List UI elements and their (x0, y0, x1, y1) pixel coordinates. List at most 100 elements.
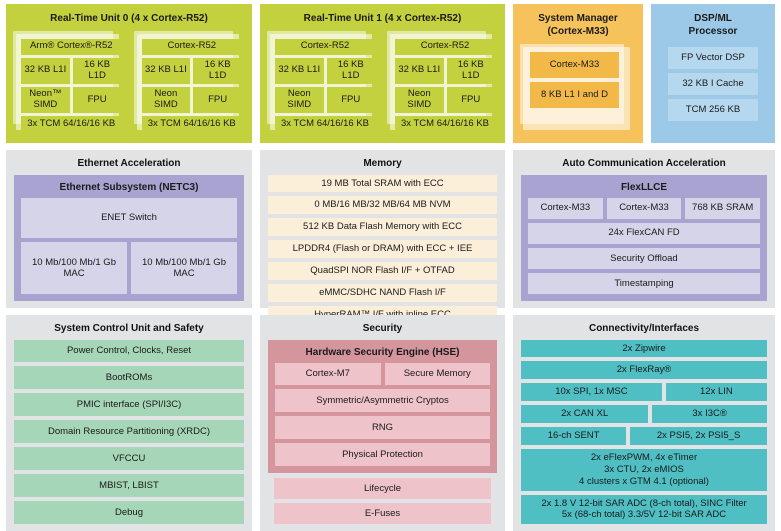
connectivity-item-spi-msc: 10x SPI, 1x MSC (521, 383, 662, 402)
rtu0-core0-l1i: 32 KB L1I (21, 57, 70, 85)
connectivity-item-adc: 2x 1.8 V 12-bit SAR ADC (8-ch total), SI… (521, 494, 767, 525)
rtu0-core0-l1d: 16 KB L1D (72, 57, 122, 85)
rtu1-core1-l1i: 32 KB L1I (395, 57, 444, 85)
connectivity-item-flexray: 2x FlexRay® (521, 361, 767, 380)
scu-item-power-control: Power Control, Clocks, Reset (14, 339, 244, 363)
rtu0-core0-tcm: 3x TCM 64/16/16 KB (21, 116, 122, 133)
dsp-ml-item-fp-vector-dsp: FP Vector DSP (668, 47, 758, 69)
rtu0-core-group-1: Cortex-R52 32 KB L1I 16 KB L1D Neon SIMD… (133, 31, 246, 136)
scu-item-debug: Debug (14, 501, 244, 525)
memory-item-data-flash: 512 KB Data Flash Memory with ECC (268, 218, 497, 237)
rtu1-core0-l1d: 16 KB L1D (326, 57, 375, 85)
hse-title: Hardware Security Engine (HSE) (305, 346, 460, 358)
scu-item-xrdc: Domain Resource Partitioning (XRDC) (14, 420, 244, 444)
dsp-ml-item-i-cache: 32 KB I Cache (668, 73, 758, 95)
auto-comm-cortex-m33-0: Cortex-M33 (528, 197, 603, 219)
rtu1-core0-name: Cortex-R52 (275, 39, 375, 55)
block-real-time-unit-1: Real-Time Unit 1 (4 x Cortex-R52) Cortex… (260, 4, 505, 143)
system-manager-title: System Manager (Cortex-M33) (538, 13, 618, 37)
ethernet-subsystem-netc3: Ethernet Subsystem (NETC3) ENET Switch 1… (14, 174, 244, 301)
scu-item-pmic-interface: PMIC interface (SPI/I3C) (14, 393, 244, 417)
auto-comm-title: Auto Communication Acceleration (562, 158, 726, 169)
scu-item-vfccu: VFCCU (14, 447, 244, 471)
memory-item-sram: 19 MB Total SRAM with ECC (268, 174, 497, 193)
rtu1-core1-fpu: FPU (446, 87, 495, 114)
block-system-manager: System Manager (Cortex-M33) Cortex-M33 8… (513, 4, 643, 143)
soc-block-diagram: Real-Time Unit 0 (4 x Cortex-R52) Arm® C… (6, 4, 775, 531)
auto-comm-sram: 768 KB SRAM (685, 197, 761, 219)
rtu0-core0-simd: Neon™ SIMD (21, 87, 70, 114)
connectivity-item-zipwire: 2x Zipwire (521, 339, 767, 358)
dsp-ml-item-tcm: TCM 256 KB (668, 99, 758, 121)
security-item-lifecycle: Lifecycle (274, 478, 491, 500)
rtu0-core1-fpu: FPU (193, 87, 242, 114)
auto-comm-subsystem-title: FlexLLCE (620, 181, 668, 193)
rtu0-core-group-0: Arm® Cortex®-R52 32 KB L1I 16 KB L1D Neo… (13, 31, 125, 136)
rtu1-core0-simd: Neon SIMD (275, 87, 324, 114)
hse-secure-memory: Secure Memory (384, 362, 490, 386)
memory-item-nvm: 0 MB/16 MB/32 MB/64 MB NVM (268, 196, 497, 215)
system-manager-core-group: Cortex-M33 8 KB L1 I and D (520, 44, 636, 136)
security-item-e-fuses: E-Fuses (274, 503, 491, 525)
block-real-time-unit-0: Real-Time Unit 0 (4 x Cortex-R52) Arm® C… (6, 4, 252, 143)
rtu0-core1-l1i: 32 KB L1I (141, 57, 191, 85)
rtu1-title: Real-Time Unit 1 (4 x Cortex-R52) (303, 13, 462, 24)
auto-comm-cortex-m33-1: Cortex-M33 (606, 197, 682, 219)
ethernet-enet-switch: ENET Switch (21, 197, 237, 239)
connectivity-item-can-xl: 2x CAN XL (521, 405, 649, 423)
hardware-security-engine: Hardware Security Engine (HSE) Cortex-M7… (268, 339, 497, 474)
rtu1-core0-l1i: 32 KB L1I (275, 57, 324, 85)
hse-rng: RNG (275, 416, 490, 440)
ethernet-title: Ethernet Acceleration (77, 158, 181, 169)
auto-comm-security-offload: Security Offload (528, 247, 760, 269)
panel-connectivity-interfaces: Connectivity/Interfaces 2x Zipwire 2x Fl… (513, 315, 775, 531)
connectivity-item-psi5: 2x PSI5, 2x PSI5_S (630, 427, 767, 445)
memory-item-quadspi: QuadSPI NOR Flash I/F + OTFAD (268, 262, 497, 280)
panel-memory: Memory 19 MB Total SRAM with ECC 0 MB/16… (260, 150, 505, 324)
hse-cortex-m7: Cortex-M7 (275, 362, 381, 386)
connectivity-title: Connectivity/Interfaces (588, 323, 700, 334)
rtu0-core1-l1d: 16 KB L1D (193, 57, 242, 85)
auto-comm-flexllce: FlexLLCE Cortex-M33 Cortex-M33 768 KB SR… (521, 174, 767, 301)
ethernet-mac-0: 10 Mb/100 Mb/1 Gb MAC (21, 242, 127, 295)
middle-row: Ethernet Acceleration Ethernet Subsystem… (6, 150, 775, 324)
memory-title: Memory (363, 158, 402, 169)
hse-cryptos: Symmetric/Asymmetric Cryptos (275, 389, 490, 413)
rtu1-core1-l1d: 16 KB L1D (446, 57, 495, 85)
rtu1-core1-simd: Neon SIMD (395, 87, 444, 114)
ethernet-subsystem-title: Ethernet Subsystem (NETC3) (59, 181, 199, 193)
rtu0-core1-tcm: 3x TCM 64/16/16 KB (141, 116, 242, 133)
scu-item-bootroms: BootROMs (14, 366, 244, 390)
scu-item-mbist-lbist: MBIST, LBIST (14, 474, 244, 498)
panel-auto-communication-acceleration: Auto Communication Acceleration FlexLLCE… (513, 150, 775, 308)
rtu0-core0-name: Arm® Cortex®-R52 (21, 39, 122, 55)
rtu0-core1-name: Cortex-R52 (141, 39, 242, 55)
memory-item-emmc-sdhc: eMMC/SDHC NAND Flash I/F (268, 283, 497, 302)
panel-system-control-unit-and-safety: System Control Unit and Safety Power Con… (6, 315, 252, 531)
rtu1-core1-tcm: 3x TCM 64/16/16 KB (395, 116, 495, 133)
connectivity-item-i3c: 3x I3C® (652, 405, 767, 423)
rtu1-core-group-1: Cortex-R52 32 KB L1I 16 KB L1D Neon SIMD… (387, 31, 498, 136)
dsp-ml-title: DSP/ML Processor (688, 13, 738, 37)
bottom-row: System Control Unit and Safety Power Con… (6, 315, 775, 531)
rtu1-core0-tcm: 3x TCM 64/16/16 KB (275, 116, 375, 133)
connectivity-item-timers: 2x eFlexPWM, 4x eTimer 3x CTU, 2x eMIOS … (521, 448, 767, 491)
rtu1-core-group-0: Cortex-R52 32 KB L1I 16 KB L1D Neon SIMD… (267, 31, 378, 136)
top-row: Real-Time Unit 0 (4 x Cortex-R52) Arm® C… (6, 4, 775, 143)
panel-security: Security Hardware Security Engine (HSE) … (260, 315, 505, 531)
memory-item-lpddr4: LPDDR4 (Flash or DRAM) with ECC + IEE (268, 240, 497, 258)
block-dsp-ml-processor: DSP/ML Processor FP Vector DSP 32 KB I C… (651, 4, 775, 143)
auto-comm-timestamping: Timestamping (528, 272, 760, 294)
system-manager-item-cortex-m33: Cortex-M33 (530, 52, 619, 78)
scu-title: System Control Unit and Safety (54, 323, 204, 334)
auto-comm-flexcan-fd: 24x FlexCAN FD (528, 222, 760, 244)
system-manager-item-l1: 8 KB L1 I and D (530, 82, 619, 108)
rtu0-title: Real-Time Unit 0 (4 x Cortex-R52) (50, 13, 208, 24)
hse-physical-protection: Physical Protection (275, 443, 490, 467)
ethernet-mac-1: 10 Mb/100 Mb/1 Gb MAC (131, 242, 237, 295)
connectivity-item-sent: 16-ch SENT (521, 427, 627, 445)
rtu1-core1-name: Cortex-R52 (395, 39, 495, 55)
connectivity-item-lin: 12x LIN (665, 383, 767, 402)
security-title: Security (362, 323, 403, 334)
panel-ethernet-acceleration: Ethernet Acceleration Ethernet Subsystem… (6, 150, 252, 308)
